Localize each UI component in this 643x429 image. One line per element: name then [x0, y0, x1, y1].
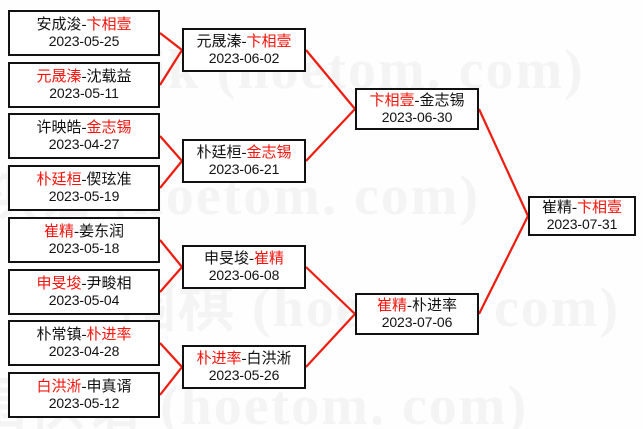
match-players: 许映皓-金志锡	[36, 120, 131, 137]
match-players: 申旻埈-尹畯相	[36, 276, 131, 293]
player-right: 尹畯相	[86, 275, 132, 292]
player-separator: -	[241, 350, 247, 367]
player-left: 崔精	[376, 297, 407, 314]
player-separator: -	[81, 119, 87, 136]
player-separator: -	[407, 297, 412, 314]
player-separator: -	[81, 378, 87, 395]
match-players: 崔精-姜东润	[44, 224, 124, 241]
match-players: 元晟溱-沈载益	[36, 69, 131, 86]
player-left: 元晟溱	[196, 33, 242, 50]
match-date: 2023-05-12	[48, 394, 120, 411]
match-date: 2023-05-04	[48, 291, 120, 308]
player-left: 崔精	[541, 199, 572, 216]
player-right: 金志锡	[86, 119, 132, 136]
player-separator: -	[414, 92, 420, 109]
match-players: 安成浚-卞相壹	[36, 17, 131, 34]
player-left: 崔精	[43, 223, 74, 240]
match-date: 2023-06-08	[208, 266, 280, 283]
player-separator: -	[81, 16, 87, 33]
match-players: 崔精-卞相壹	[542, 200, 622, 217]
player-separator: -	[81, 68, 87, 85]
player-left: 申旻埈	[36, 275, 82, 292]
match-players: 申旻埈-崔精	[204, 251, 284, 268]
match-players: 卞相壹-金志锡	[369, 93, 464, 110]
match-date: 2023-05-25	[48, 32, 120, 49]
match-date: 2023-06-21	[208, 160, 280, 177]
match-date: 2023-05-18	[48, 239, 120, 256]
player-separator: -	[241, 33, 247, 50]
match-players: 朴常镇-朴进率	[36, 327, 131, 344]
player-right: 卞相壹	[246, 33, 292, 50]
player-separator: -	[572, 199, 577, 216]
match-players: 朴廷桓-偰玹准	[36, 172, 131, 189]
player-separator: -	[74, 223, 79, 240]
player-right: 沈载益	[86, 68, 132, 85]
match-date: 2023-05-11	[49, 84, 119, 101]
player-left: 元晟溱	[36, 68, 82, 85]
match-date: 2023-04-27	[48, 135, 120, 152]
match-date: 2023-05-26	[208, 366, 280, 383]
match-date: 2023-05-19	[48, 187, 120, 204]
match-players: 崔精-朴进率	[377, 298, 457, 315]
player-left: 许映皓	[36, 119, 82, 136]
player-left: 卞相壹	[369, 92, 415, 109]
player-left: 朴廷桓	[196, 144, 242, 161]
player-right: 偰玹准	[86, 171, 132, 188]
match-date: 2023-06-30	[381, 108, 453, 125]
player-separator: -	[81, 171, 87, 188]
match-players: 白洪淅-申真谞	[36, 379, 131, 396]
player-left: 白洪淅	[36, 378, 82, 395]
player-right: 申真谞	[86, 378, 132, 395]
player-right: 卞相壹	[577, 199, 623, 216]
match-players: 朴进率-白洪淅	[196, 351, 291, 368]
player-right: 朴进率	[86, 326, 132, 343]
player-left: 安成浚	[36, 16, 82, 33]
player-left: 朴廷桓	[36, 171, 82, 188]
match-players: 朴廷桓-金志锡	[196, 145, 291, 162]
player-right: 姜东润	[79, 223, 125, 240]
player-separator: -	[241, 144, 247, 161]
player-right: 金志锡	[246, 144, 292, 161]
player-left: 申旻埈	[203, 250, 249, 267]
player-right: 卞相壹	[86, 16, 132, 33]
player-separator: -	[81, 275, 87, 292]
player-separator: -	[249, 250, 254, 267]
match-date: 2023-07-06	[381, 313, 453, 330]
player-right: 白洪淅	[246, 350, 292, 367]
player-left: 朴常镇	[36, 326, 82, 343]
player-separator: -	[81, 326, 87, 343]
match-date: 2023-06-02	[208, 49, 280, 66]
match-players: 元晟溱-卞相壹	[196, 34, 291, 51]
match-date: 2023-07-31	[546, 215, 618, 232]
player-right: 朴进率	[412, 297, 458, 314]
player-left: 朴进率	[196, 350, 242, 367]
player-right: 崔精	[254, 250, 285, 267]
match-date: 2023-04-28	[48, 342, 120, 359]
player-right: 金志锡	[419, 92, 465, 109]
